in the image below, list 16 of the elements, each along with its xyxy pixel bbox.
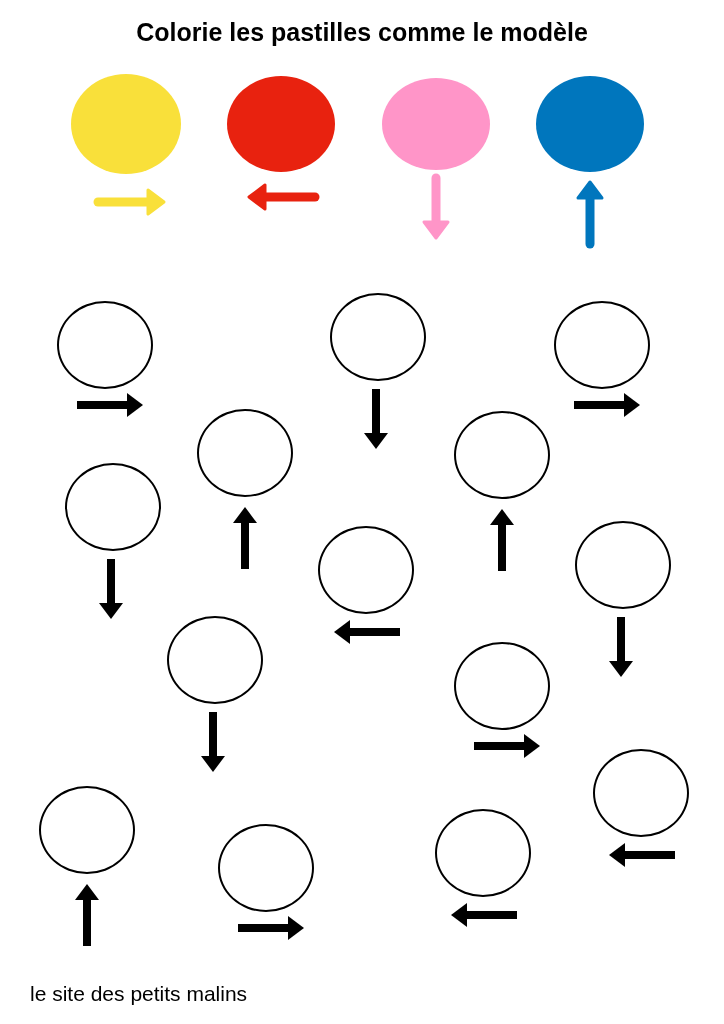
empty-circle [575,521,671,609]
empty-circle [167,616,263,704]
empty-circle [554,301,650,389]
empty-circle [197,409,293,497]
empty-circle [39,786,135,874]
title: Colorie les pastilles comme le modèle [135,18,589,47]
empty-circle [218,824,314,912]
empty-circle [593,749,689,837]
empty-circle [57,301,153,389]
empty-circle [65,463,161,551]
empty-circle [330,293,426,381]
empty-circle [435,809,531,897]
empty-circle [454,642,550,730]
footer-text: le site des petits malins [30,982,248,1006]
empty-circle [318,526,414,614]
empty-circle [454,411,550,499]
